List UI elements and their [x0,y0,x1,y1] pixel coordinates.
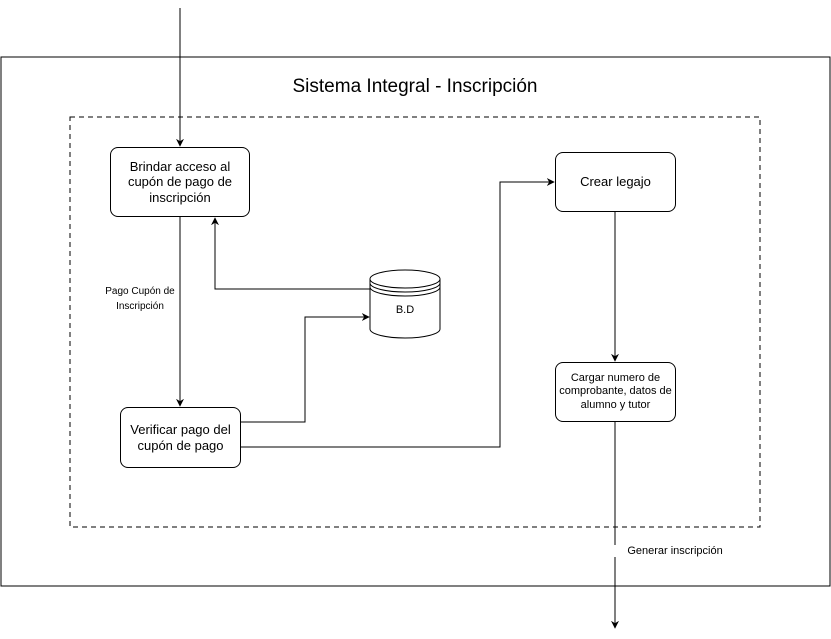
node-brindar-acceso: Brindar acceso al cupón de pago de inscr… [110,147,250,217]
node-crear-legajo: Crear legajo [555,152,676,212]
edge-db-to-acceso [211,217,370,290]
node-label: Verificar pago del cupón de pago [130,421,231,453]
node-verificar-pago: Verificar pago del cupón de pago [120,407,241,468]
edge-label-generar-inscripcion: Generar inscripción [600,545,750,557]
system-boundary [0,56,831,587]
node-label: Cargar numero de comprobante, datos de a… [559,372,672,411]
edge-verificar-to-legajo [241,178,555,448]
database-cylinder [369,269,441,339]
database-label: B.D [395,304,415,316]
edge-label-pago-cupon: Pago Cupón de Inscripción [105,286,175,312]
node-cargar-numero: Cargar numero de comprobante, datos de a… [555,362,676,422]
process-area [69,116,761,528]
diagram-title: Sistema Integral - Inscripción [292,76,538,97]
node-label: Crear legajo [580,174,651,190]
node-label: Brindar acceso al cupón de pago de inscr… [127,158,233,205]
edge-verificar-to-db [241,313,370,423]
